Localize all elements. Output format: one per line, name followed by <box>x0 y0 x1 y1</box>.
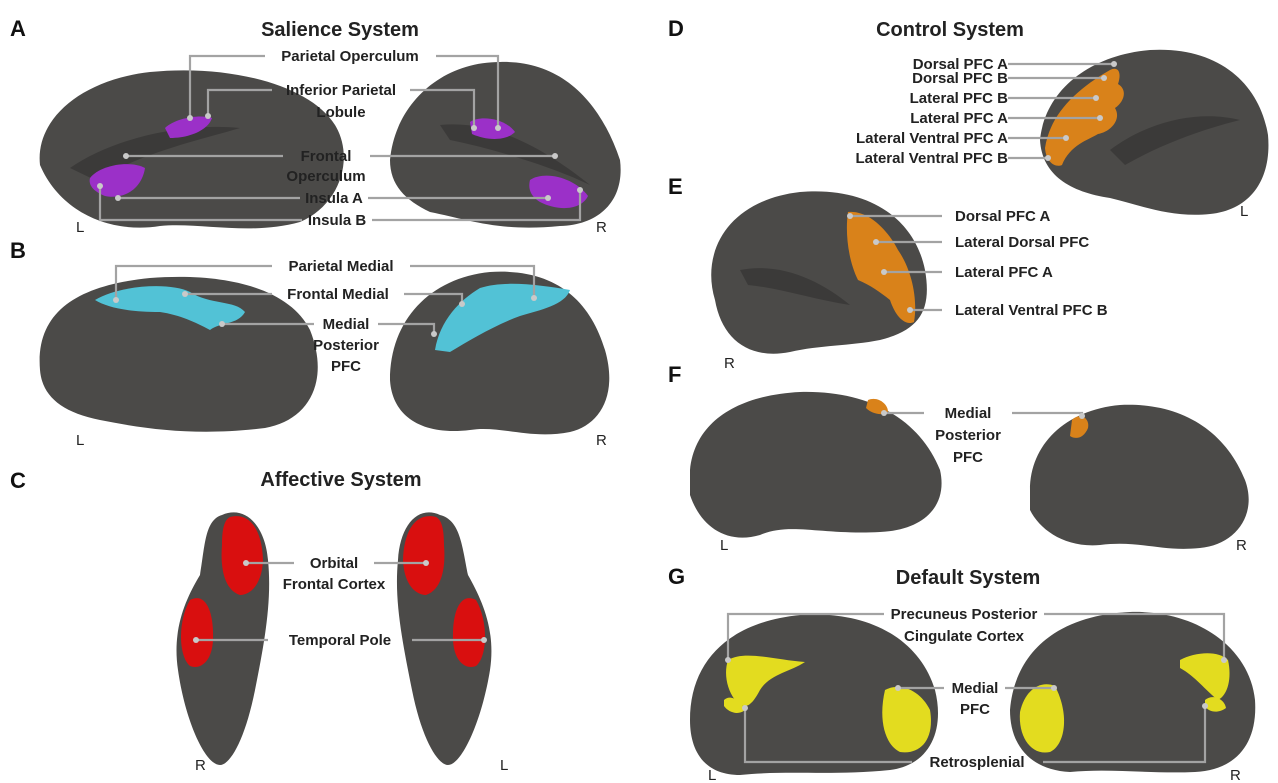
panel-letter-d: D <box>668 16 684 41</box>
panel-d: D Control System Dorsal PFC A Dorsal PFC… <box>668 16 1268 220</box>
side-label-c-right: R <box>195 757 206 774</box>
panel-f: F Medial Posterior PFC L R <box>668 362 1249 554</box>
label-frontal: Frontal <box>301 148 352 165</box>
panel-letter-e: E <box>668 174 683 199</box>
default-system-title: Default System <box>896 567 1041 589</box>
side-label-g-left: L <box>708 767 716 783</box>
label-e-dorsal-pfc-a: Dorsal PFC A <box>955 208 1050 225</box>
label-e-lateral-ventral-pfc-b: Lateral Ventral PFC B <box>955 302 1108 319</box>
label-g-pfc: PFC <box>960 701 990 718</box>
label-temporal-pole: Temporal Pole <box>289 632 391 649</box>
salience-system-title: Salience System <box>261 19 419 41</box>
affective-system-title: Affective System <box>260 469 421 491</box>
side-label-a-right: R <box>596 219 607 236</box>
label-d-dorsal-pfc-b: Dorsal PFC B <box>912 70 1008 87</box>
label-d-lateral-pfc-b: Lateral PFC B <box>910 90 1009 107</box>
label-d-lateral-ventral-pfc-b: Lateral Ventral PFC B <box>855 150 1008 167</box>
side-label-f-left: L <box>720 537 728 554</box>
label-lobule: Lobule <box>316 104 365 121</box>
label-insula-b: Insula B <box>308 212 367 229</box>
panel-letter-f: F <box>668 362 681 387</box>
label-g-medial: Medial <box>952 680 999 697</box>
side-label-e: R <box>724 355 735 372</box>
side-label-a-left: L <box>76 219 84 236</box>
panel-letter-a: A <box>10 16 26 41</box>
label-retrosplenial: Retrosplenial <box>929 754 1024 771</box>
label-posterior: Posterior <box>313 337 379 354</box>
label-orbital: Orbital <box>310 555 358 572</box>
label-operculum: Operculum <box>286 168 365 185</box>
label-inferior-parietal: Inferior Parietal <box>286 82 396 99</box>
label-f-medial: Medial <box>945 405 992 422</box>
label-e-lateral-pfc-a: Lateral PFC A <box>955 264 1053 281</box>
panel-b: B Parietal Medial Frontal Medial Medial … <box>10 238 609 449</box>
label-f-posterior: Posterior <box>935 427 1001 444</box>
label-insula-a: Insula A <box>305 190 363 207</box>
label-frontal-cortex: Frontal Cortex <box>283 576 386 593</box>
side-label-g-right: R <box>1230 767 1241 783</box>
panel-letter-b: B <box>10 238 26 263</box>
label-precuneus-posterior: Precuneus Posterior <box>891 606 1038 623</box>
side-label-d: L <box>1240 203 1248 220</box>
side-label-b-right: R <box>596 432 607 449</box>
label-cingulate-cortex: Cingulate Cortex <box>904 628 1025 645</box>
label-medial: Medial <box>323 316 370 333</box>
label-pfc: PFC <box>331 358 361 375</box>
panel-a: A Salience System <box>10 16 621 236</box>
panel-letter-c: C <box>10 468 26 493</box>
label-frontal-medial: Frontal Medial <box>287 286 389 303</box>
brain-f-right <box>1030 405 1249 549</box>
label-e-lateral-dorsal-pfc: Lateral Dorsal PFC <box>955 234 1089 251</box>
label-f-pfc: PFC <box>953 449 983 466</box>
label-d-lateral-pfc-a: Lateral PFC A <box>910 110 1008 127</box>
side-label-c-left: L <box>500 757 508 774</box>
panel-letter-g: G <box>668 564 685 589</box>
panel-e: E Dorsal PFC A Lateral Dorsal PFC Latera… <box>668 174 1108 372</box>
label-parietal-operculum: Parietal Operculum <box>281 48 419 65</box>
panel-c: C Affective System Orbital Frontal Corte… <box>10 468 508 774</box>
panel-g: G Default System Precuneus Posterior Ci <box>668 564 1255 783</box>
side-label-b-left: L <box>76 432 84 449</box>
label-parietal-medial: Parietal Medial <box>288 258 393 275</box>
label-d-lateral-ventral-pfc-a: Lateral Ventral PFC A <box>856 130 1008 147</box>
control-system-title: Control System <box>876 19 1024 41</box>
side-label-f-right: R <box>1236 537 1247 554</box>
